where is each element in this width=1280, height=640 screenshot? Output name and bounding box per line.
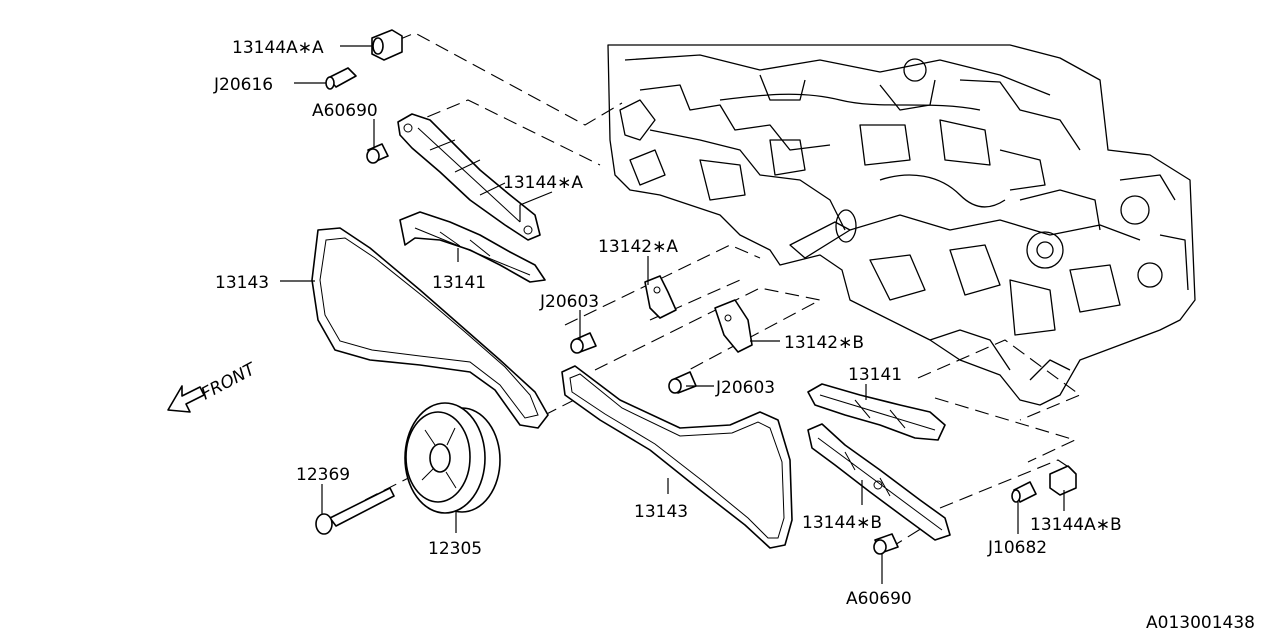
label-12369: 12369 (296, 465, 350, 485)
chain-guide-13141-right (807, 383, 946, 441)
leader-lines (280, 45, 1065, 584)
label-13143-right: 13143 (634, 502, 688, 522)
label-13141-right: 13141 (848, 365, 902, 385)
chain-tensioner-bottom (1049, 465, 1077, 496)
plug-j10682 (1011, 481, 1037, 503)
front-direction-arrow (167, 385, 205, 413)
crankshaft-bolt-12369 (315, 487, 395, 535)
chain-guide-13141-left (399, 211, 546, 283)
label-j20603-left: J20603 (539, 292, 599, 312)
timing-chain-right (561, 365, 793, 549)
label-13142-a: 13142∗A (598, 237, 678, 257)
timing-chain-left (311, 227, 549, 429)
plug-j20616 (325, 67, 357, 90)
label-13144-b: 13144∗B (802, 513, 882, 533)
chain-tensioner-top (371, 29, 403, 61)
label-13144-a: 13144∗A (503, 173, 583, 193)
chain-guide-13144-a (397, 113, 541, 241)
label-a60690-bottom: A60690 (846, 589, 912, 609)
label-j10682: J10682 (987, 538, 1047, 558)
bolt-j20603-right (668, 371, 697, 394)
label-13144a-b: 13144A∗B (1030, 515, 1122, 535)
label-13143-left: 13143 (215, 273, 269, 293)
alignment-dashed-lines (364, 32, 1082, 549)
label-13142-b: 13142∗B (784, 333, 864, 353)
label-a60690-top: A60690 (312, 101, 378, 121)
tensioner-lever-13142-a (644, 275, 677, 319)
tensioner-lever-13142-b (714, 299, 753, 353)
bolt-a60690-top (366, 143, 389, 164)
label-12305: 12305 (428, 539, 482, 559)
label-j20603-right: J20603 (715, 378, 775, 398)
label-13141-left: 13141 (432, 273, 486, 293)
engine-block-drawing (607, 44, 1196, 406)
label-j20616: J20616 (213, 75, 273, 95)
label-front: FRONT (198, 359, 260, 405)
crankshaft-pulley-12305 (404, 402, 501, 514)
bolt-j20603-left (570, 332, 597, 354)
label-13144a-a: 13144A∗A (232, 38, 324, 58)
diagram-code: A013001438 (1146, 613, 1255, 633)
chain-guide-13144-b (807, 423, 951, 541)
bolt-a60690-bottom (873, 533, 899, 555)
